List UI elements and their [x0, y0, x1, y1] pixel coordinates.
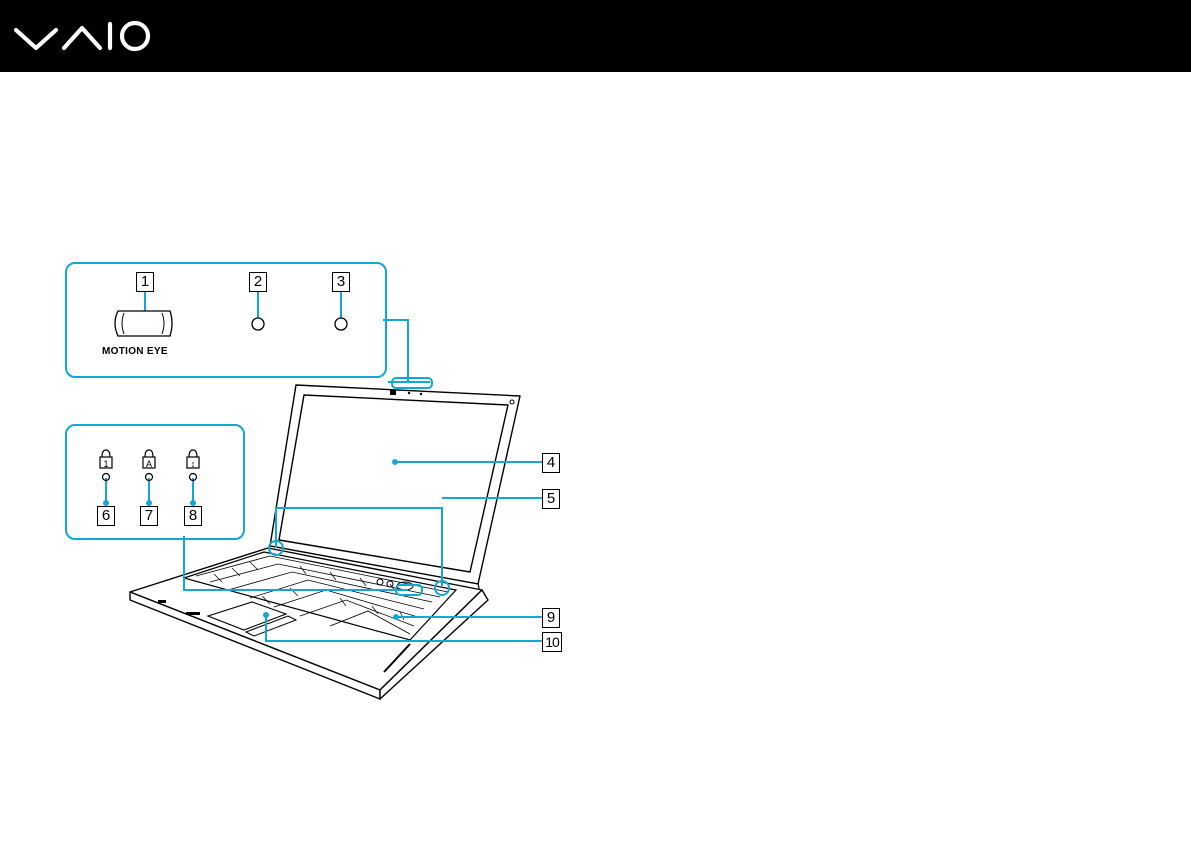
indicator-icon	[335, 318, 347, 330]
callout-number-7: 7	[140, 506, 158, 526]
microphone-icon	[252, 318, 264, 330]
callout-number-4: 4	[542, 453, 560, 473]
motion-eye-label: MOTION EYE	[102, 346, 168, 357]
callout-number-1: 1	[136, 272, 154, 292]
camera-lens-icon	[115, 311, 172, 336]
callout-number-2: 2	[249, 272, 267, 292]
callout-number-10: 10	[542, 632, 562, 652]
callout-number-3: 3	[332, 272, 350, 292]
callout-number-5: 5	[542, 489, 560, 509]
num-lock-glyph: 1	[103, 459, 108, 469]
callout-number-9: 9	[542, 608, 560, 628]
caps-lock-glyph: A	[146, 459, 152, 469]
callout-number-8: 8	[184, 506, 202, 526]
scroll-lock-glyph: ↕	[191, 459, 196, 469]
callout-number-6: 6	[97, 506, 115, 526]
